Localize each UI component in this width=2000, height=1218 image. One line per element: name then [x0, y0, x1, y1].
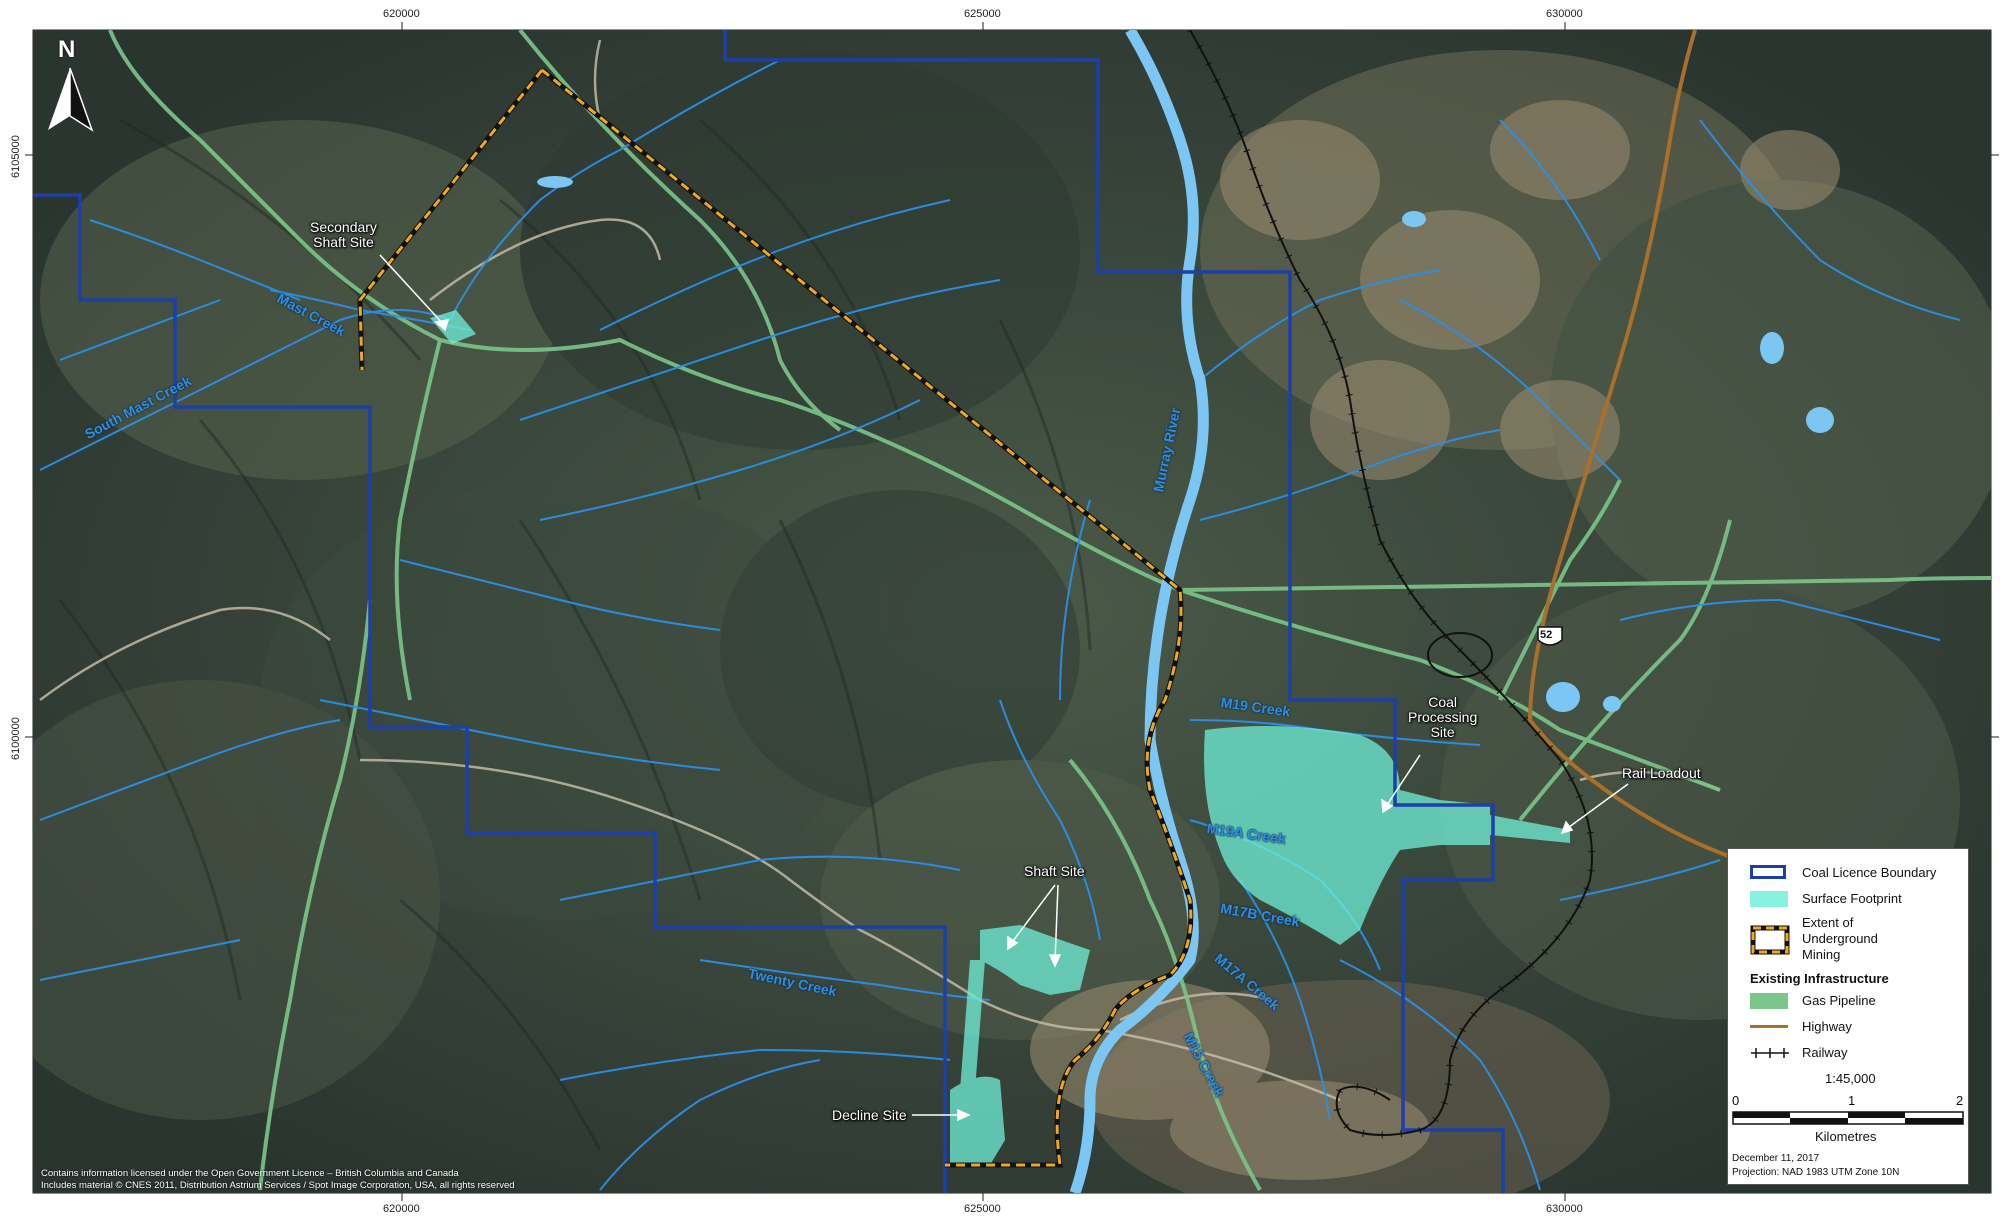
highway-line — [1527, 30, 1741, 862]
label-secondary-shaft-site: Secondary Shaft Site — [310, 220, 377, 250]
legend-scale-tick: 2 — [1956, 1093, 1964, 1108]
coal-licence-boundary — [33, 30, 1505, 1193]
lakes — [537, 176, 1834, 712]
highway-shield-number: 52 — [1540, 629, 1553, 641]
label-secondary-shaft-site-line2: Shaft Site — [313, 234, 374, 250]
legend-symbol-footprint — [1750, 891, 1788, 907]
legend-item-railway: Railway — [1728, 1043, 1968, 1067]
legend-symbol-underground — [1750, 925, 1790, 955]
legend-symbol-pipeline — [1750, 993, 1788, 1009]
site-leaders — [379, 254, 1629, 1122]
grid-ticks — [25, 22, 1999, 1201]
legend-scale-tick: 0 — [1732, 1093, 1740, 1108]
legend-label: Coal Licence Boundary — [1802, 865, 1937, 880]
murray-river — [1069, 30, 1209, 1193]
legend-symbol-railway — [1751, 1048, 1789, 1058]
legend-date: December 11, 2017 — [1732, 1153, 1820, 1164]
legend-item-gas-pipeline: Gas Pipeline — [1728, 991, 1968, 1015]
legend-label: Extent of Underground Mining — [1802, 915, 1878, 963]
legend-item-coal-licence-boundary: Coal Licence Boundary — [1728, 863, 1968, 887]
legend-symbol-highway — [1750, 1025, 1788, 1028]
map-legend: Coal Licence Boundary Surface Footprint … — [1727, 848, 1969, 1185]
north-arrow-icon — [48, 67, 94, 132]
credit-line-1: Contains information licensed under the … — [41, 1168, 459, 1179]
footprint-secondary-shaft — [430, 310, 476, 344]
y-tick-label: 6105000 — [10, 135, 22, 178]
footprint-decline-site — [950, 1076, 1005, 1165]
legend-label: Gas Pipeline — [1802, 993, 1876, 1008]
x-tick-label-top: 620000 — [383, 8, 420, 20]
legend-label: Surface Footprint — [1802, 891, 1902, 906]
label-coal-processing-line2: Processing — [1408, 709, 1478, 725]
legend-scale-ratio: 1:45,000 — [1825, 1071, 1876, 1086]
surface-footprints — [430, 310, 1570, 1165]
legend-label-line: Mining — [1802, 947, 1841, 962]
legend-label-line: Underground — [1802, 931, 1878, 946]
north-arrow-label: N — [58, 36, 76, 63]
legend-scale-unit: Kilometres — [1815, 1129, 1877, 1144]
legend-label-line: Extent of — [1802, 915, 1854, 930]
highway-shield — [1537, 626, 1563, 646]
y-tick-label: 6100000 — [10, 717, 22, 760]
legend-scale-bar — [1732, 1111, 1964, 1125]
label-coal-processing-site: Coal Processing Site — [1408, 695, 1477, 740]
x-tick-label-top: 630000 — [1546, 8, 1583, 20]
legend-symbol-boundary — [1750, 865, 1786, 879]
legend-item-surface-footprint: Surface Footprint — [1728, 889, 1968, 913]
x-tick-label-top: 625000 — [964, 8, 1001, 20]
label-coal-processing-line1: Coal — [1428, 694, 1458, 710]
label-coal-processing-line3: Site — [1430, 724, 1455, 740]
legend-heading-existing-infrastructure: Existing Infrastructure — [1750, 971, 1889, 986]
label-shaft-site: Shaft Site — [1024, 863, 1085, 879]
x-tick-label-bottom: 625000 — [964, 1203, 1001, 1215]
legend-item-underground-mining: Extent of Underground Mining — [1728, 915, 1968, 971]
footprint-coal-processing — [1204, 726, 1490, 945]
underground-mining-extent — [357, 68, 1194, 1168]
credit-line-2: Includes material © CNES 2011, Distribut… — [41, 1180, 515, 1191]
legend-projection: Projection: NAD 1983 UTM Zone 10N — [1732, 1167, 1900, 1178]
label-secondary-shaft-site-line1: Secondary — [310, 219, 377, 235]
railway-line — [1186, 30, 1596, 1139]
x-tick-label-bottom: 630000 — [1546, 1203, 1583, 1215]
legend-scale-tick: 1 — [1848, 1093, 1856, 1108]
ridges — [58, 118, 1092, 1151]
label-decline-site: Decline Site — [832, 1107, 907, 1123]
legend-label: Highway — [1802, 1019, 1852, 1034]
label-rail-loadout: Rail Loadout — [1622, 765, 1701, 781]
streams — [39, 59, 1961, 1191]
x-tick-label-bottom: 620000 — [383, 1203, 420, 1215]
legend-label: Railway — [1802, 1045, 1848, 1060]
legend-item-highway: Highway — [1728, 1017, 1968, 1041]
